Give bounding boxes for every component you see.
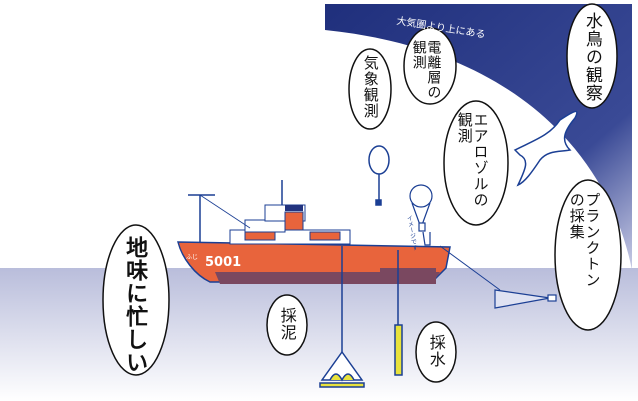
bubble-birds [566,3,618,109]
plankton-net [494,289,557,309]
bubble-aerosol [443,100,509,226]
seabird [513,110,578,187]
sea [0,268,638,401]
aerosol-balloon [409,184,433,246]
bubble-text-ionosphere: 電離層の観測 [410,40,442,100]
bubble-text-weather: 気象観測 [361,55,380,119]
mud-sampler [319,246,365,388]
bubble-text-plankton: プランクトンの採集 [567,192,602,288]
bubble-text-water: 採水 [426,334,446,368]
bubble-busy [102,224,170,376]
ship-number: 5001 [205,255,242,270]
bubble-ionosphere [403,27,457,105]
bubble-text-mud: 採泥 [277,307,297,341]
bubble-weather [348,48,392,130]
bubble-plankton [554,179,622,331]
weather-balloon [368,145,390,206]
bubble-mud [266,294,308,356]
ship-name: ふじ [186,254,199,261]
speech-bubbles [102,3,622,383]
bubble-text-birds: 水鳥の観察 [581,12,602,102]
upper-atmosphere [325,4,632,270]
bubble-text-busy: 地味に忙しい [122,236,148,374]
bubble-water [415,321,457,383]
ship [177,180,501,291]
water-sampler [394,250,403,376]
bubble-text-aerosol: エアロゾルの観測 [455,112,490,208]
